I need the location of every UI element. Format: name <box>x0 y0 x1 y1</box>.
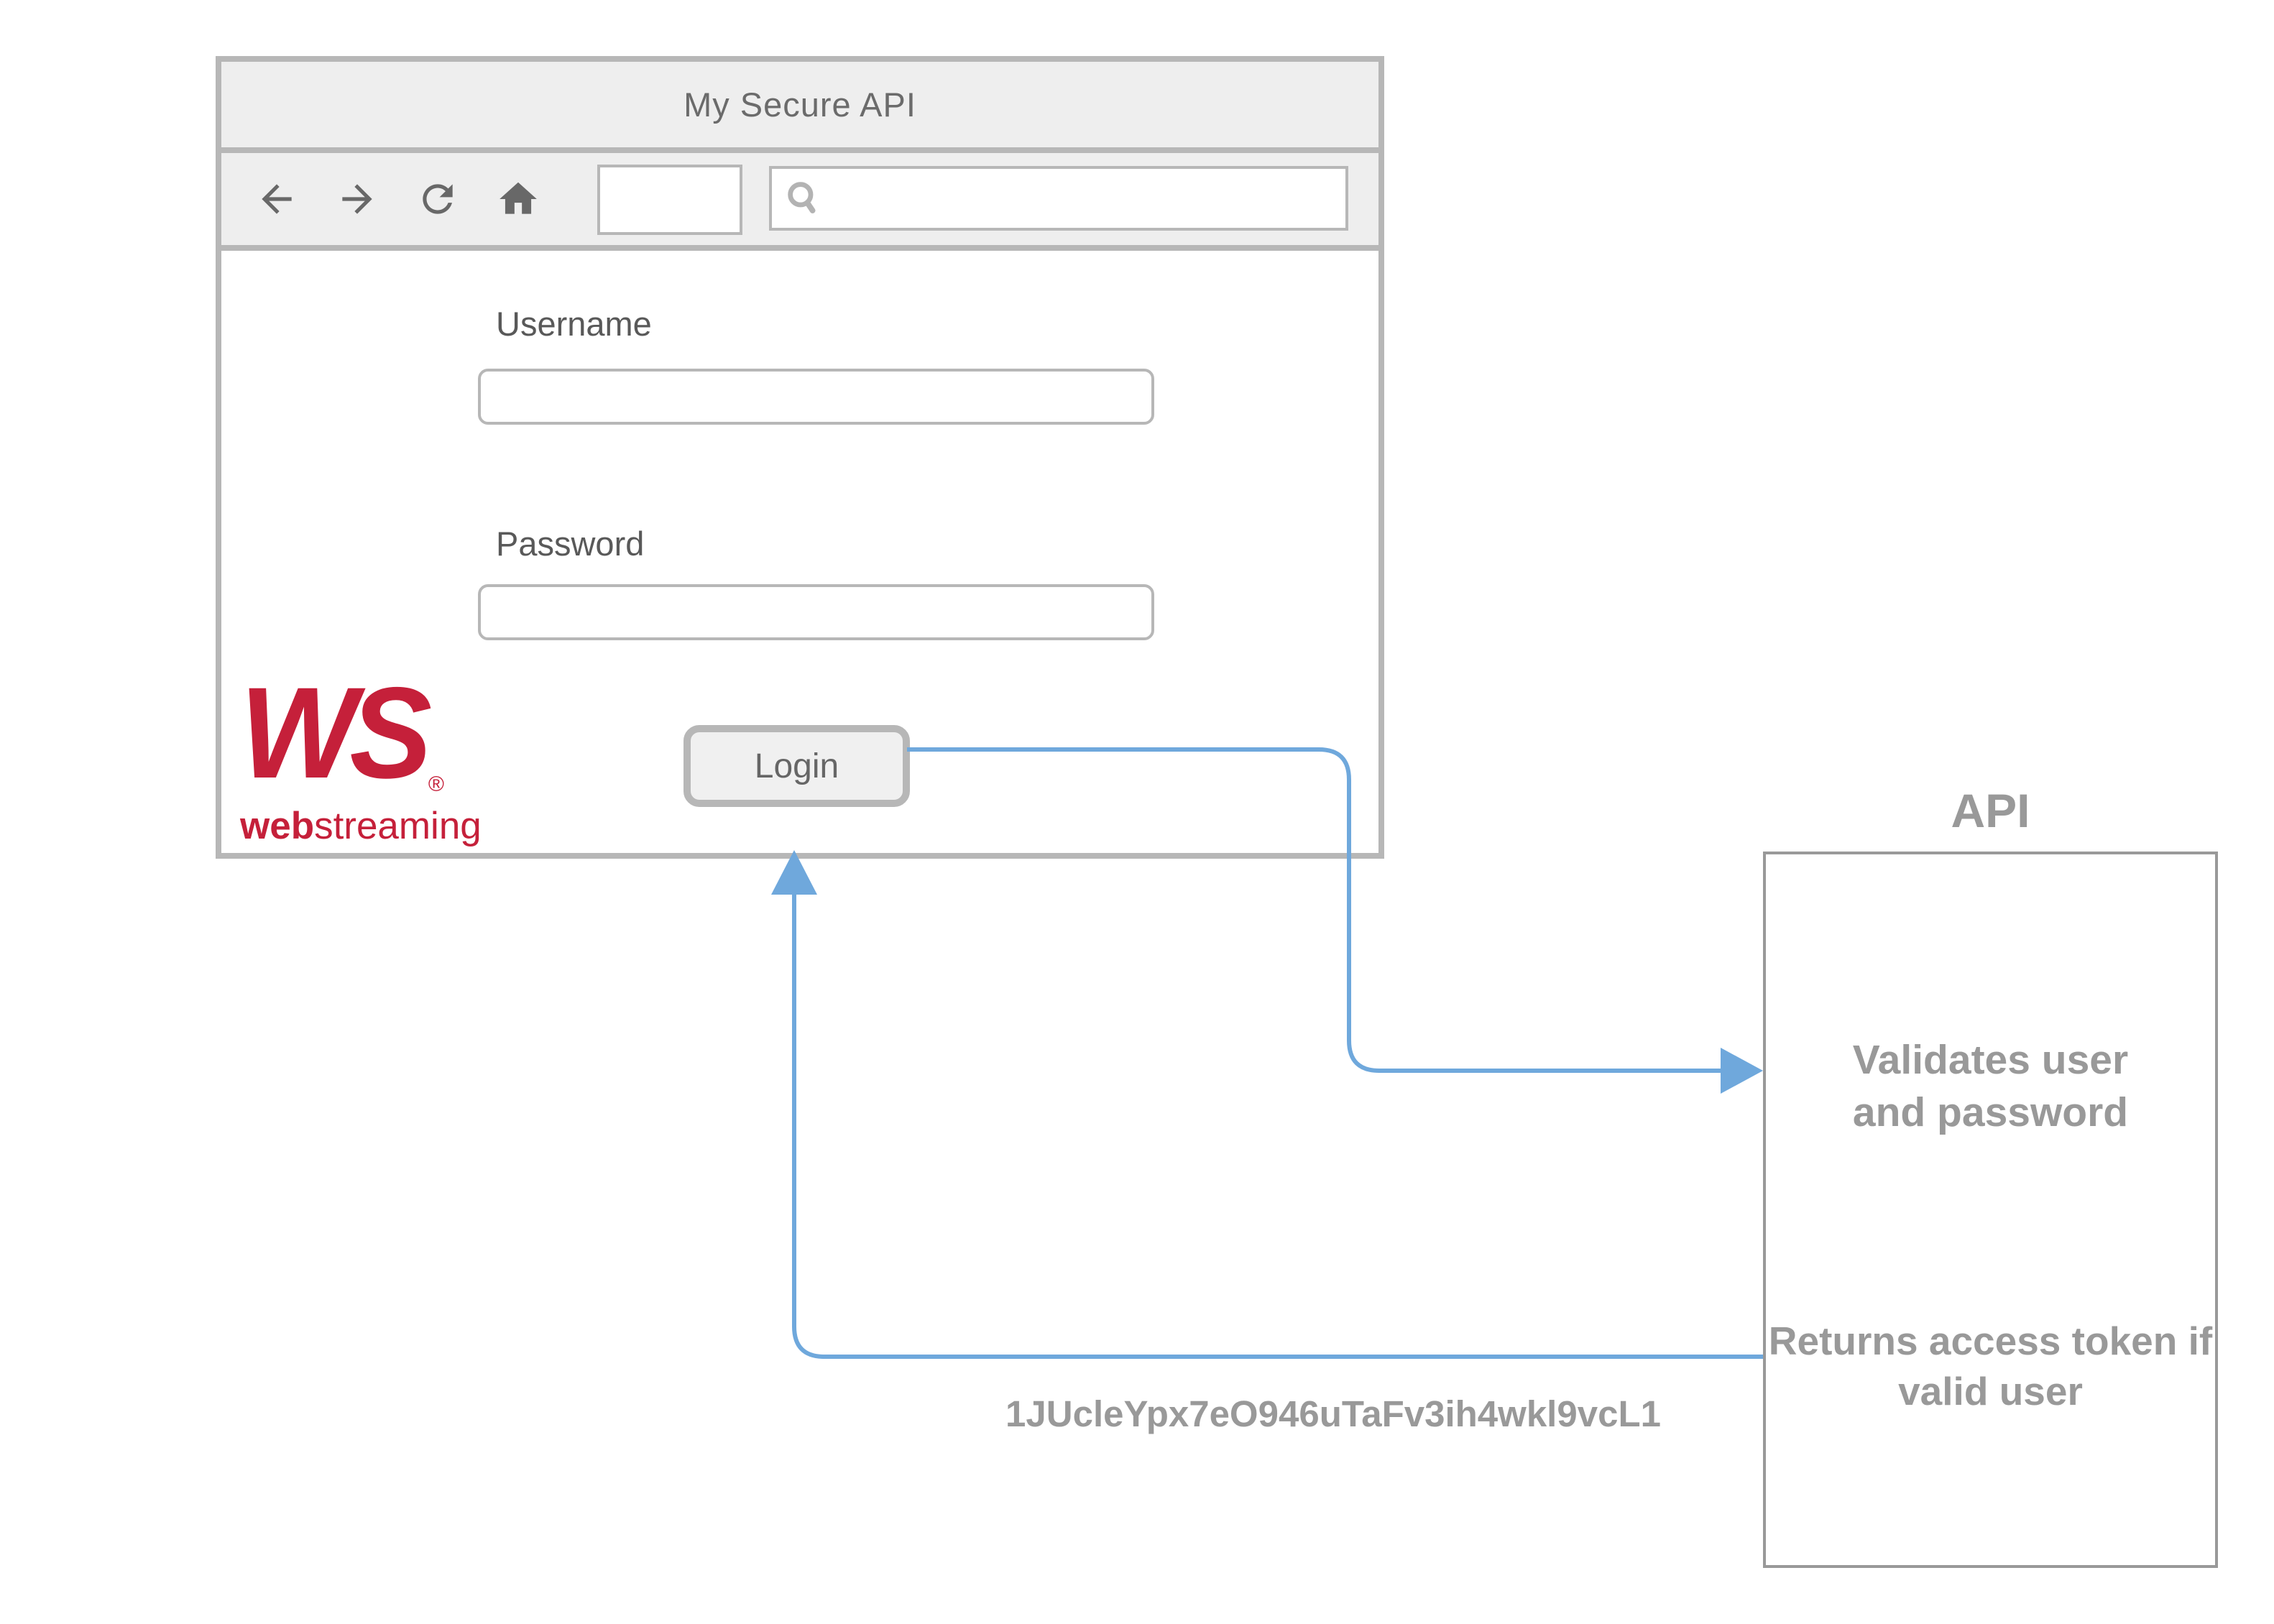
refresh-icon <box>423 184 453 214</box>
back-icon <box>262 184 292 214</box>
search-icon <box>788 182 816 213</box>
address-mini-box[interactable] <box>597 165 742 235</box>
search-input[interactable] <box>827 172 1345 224</box>
home-button[interactable] <box>496 177 540 221</box>
browser-titlebar: My Secure API <box>221 62 1378 153</box>
password-field[interactable] <box>478 584 1154 640</box>
browser-toolbar <box>221 153 1378 251</box>
login-form: Username Password WS ® webstreaming Logi… <box>221 251 1378 853</box>
forward-icon <box>342 184 372 214</box>
arrowhead-right-icon <box>1721 1048 1763 1094</box>
api-panel: Validates user and password Returns acce… <box>1763 852 2218 1568</box>
login-button[interactable]: Login <box>683 725 910 807</box>
search-box <box>769 166 1348 231</box>
access-token-text: 1JUcleYpx7eO946uTaFv3ih4wkl9vcL1 <box>1005 1393 1661 1434</box>
username-label: Username <box>496 305 652 343</box>
page-title: My Secure API <box>683 86 916 124</box>
api-return-text: Returns access token if valid user <box>1768 1319 2213 1414</box>
forward-button[interactable] <box>335 177 379 221</box>
ws-logo-mark: WS <box>240 660 432 806</box>
webstreaming-logo: WS ® webstreaming <box>240 660 482 848</box>
back-button[interactable] <box>254 177 299 221</box>
logo-word-web: web <box>240 805 315 847</box>
logo-wordmark: webstreaming <box>240 804 482 848</box>
logo-word-streaming: streaming <box>314 805 482 847</box>
logo-mark-row: WS ® <box>240 660 456 806</box>
username-field[interactable] <box>478 369 1154 425</box>
api-panel-title: API <box>1951 784 2030 837</box>
registered-trademark-icon: ® <box>428 772 444 796</box>
home-icon <box>500 182 537 214</box>
nav-icons <box>254 153 540 245</box>
api-to-login-arrow <box>771 850 1763 1359</box>
password-label: Password <box>496 525 645 563</box>
refresh-button[interactable] <box>415 177 460 221</box>
api-validate-text: Validates user and password <box>1852 1037 2129 1135</box>
browser-window: My Secure API <box>216 56 1384 859</box>
